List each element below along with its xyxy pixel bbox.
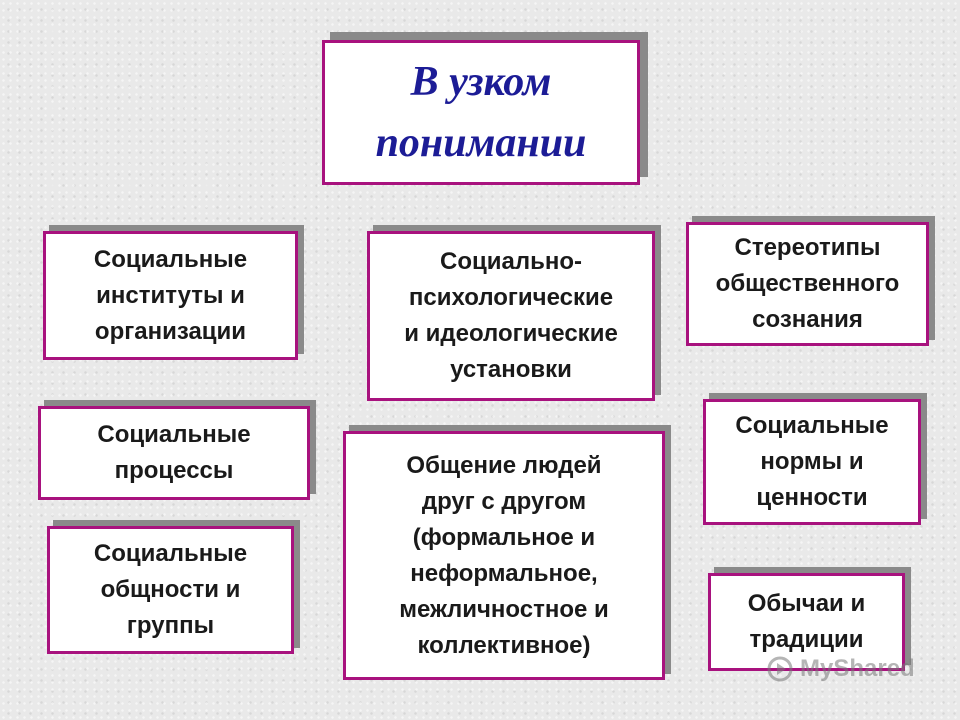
box-communication: Общение людей друг с другом (формальное … xyxy=(343,431,665,680)
box-customs-traditions-text: Обычаи и традиции xyxy=(747,590,866,653)
box-social-norms: Социальные нормы и ценности xyxy=(703,399,921,525)
box-social-communities: Социальные общности и группы xyxy=(47,526,294,654)
watermark: MyShared xyxy=(766,655,915,683)
box-customs-traditions: Обычаи и традиции xyxy=(708,573,905,671)
title-box: В узком понимании xyxy=(322,40,640,185)
box-social-communities-text: Социальные общности и группы xyxy=(93,540,248,639)
title-text: В узком понимании xyxy=(375,58,587,166)
box-stereotypes: Стереотипы общественного сознания xyxy=(686,222,929,346)
box-social-institutions-text: Социальные институты и организации xyxy=(93,245,248,345)
box-social-psychological-attitudes-text: Социально- психологические и идеологичес… xyxy=(404,248,618,383)
box-social-institutions: Социальные институты и организации xyxy=(43,231,298,360)
watermark-text: MyShared xyxy=(800,655,915,682)
box-stereotypes-text: Стереотипы общественного сознания xyxy=(715,234,900,333)
myshared-logo-icon xyxy=(767,656,793,682)
box-communication-text: Общение людей друг с другом (формальное … xyxy=(399,451,609,659)
box-social-processes-text: Социальные процессы xyxy=(97,421,251,484)
box-social-psychological-attitudes: Социально- психологические и идеологичес… xyxy=(367,231,655,401)
box-social-processes: Социальные процессы xyxy=(38,406,310,500)
box-social-norms-text: Социальные нормы и ценности xyxy=(735,412,889,511)
